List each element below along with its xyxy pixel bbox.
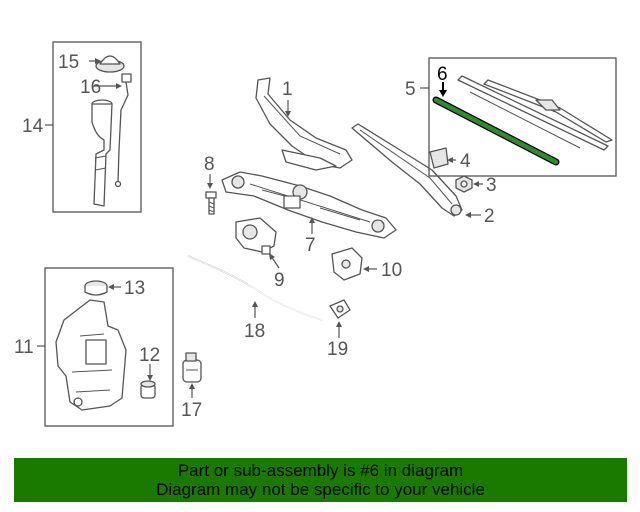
wiper-arm-2-part[interactable] xyxy=(351,123,463,217)
nut-part[interactable] xyxy=(455,175,473,193)
filler-group-box xyxy=(52,41,142,213)
info-banner: Part or sub-assembly is #6 in diagram Di… xyxy=(14,458,627,502)
level-gauge-part[interactable] xyxy=(114,73,132,188)
callout-17: 17 xyxy=(181,400,202,421)
blade-group: 5 6 xyxy=(405,57,617,177)
callout-4: 4 xyxy=(460,151,471,172)
wiper-blade-part[interactable] xyxy=(457,75,613,151)
callout-7: 7 xyxy=(305,235,316,256)
reservoir-group-box xyxy=(44,267,174,427)
filler-group: 15 16 14 xyxy=(22,41,142,213)
washer-motor-part[interactable] xyxy=(140,380,156,399)
hose-part[interactable] xyxy=(187,255,323,321)
wiper-arm-1-part[interactable] xyxy=(255,77,353,171)
pump-part[interactable] xyxy=(182,352,202,383)
callout-11: 11 xyxy=(14,337,34,358)
banner-line-2: Diagram may not be specific to your vehi… xyxy=(156,480,485,499)
callout-16: 16 xyxy=(80,77,101,98)
reservoir-group: 13 12 11 xyxy=(14,267,174,427)
callout-14: 14 xyxy=(22,116,44,137)
banner-line-1: Part or sub-assembly is #6 in diagram xyxy=(177,461,464,480)
parts-diagram: 15 16 14 13 12 11 xyxy=(14,41,617,427)
bolt-part[interactable] xyxy=(205,191,217,215)
pivot-cap-part[interactable] xyxy=(429,147,449,169)
wiper-motor-part[interactable] xyxy=(235,217,277,255)
blade-insert-part[interactable] xyxy=(432,96,560,166)
callout-3: 3 xyxy=(486,175,497,196)
nozzle-part[interactable] xyxy=(329,299,351,319)
blade-group-box xyxy=(428,57,617,177)
callout-13: 13 xyxy=(124,278,145,299)
grommet-part[interactable] xyxy=(84,280,108,296)
callout-18: 18 xyxy=(244,321,265,342)
callout-15: 15 xyxy=(58,52,79,73)
callout-5: 5 xyxy=(405,79,416,100)
callout-9: 9 xyxy=(274,270,285,291)
callout-19: 19 xyxy=(327,339,348,360)
callout-8: 8 xyxy=(204,154,215,175)
callout-6: 6 xyxy=(437,64,448,85)
filler-neck-part[interactable] xyxy=(91,99,113,207)
callout-12: 12 xyxy=(139,345,160,366)
callout-1: 1 xyxy=(282,79,293,100)
linkage-part[interactable] xyxy=(221,171,397,239)
bracket-part[interactable] xyxy=(331,247,363,281)
reservoir-part[interactable] xyxy=(55,299,127,411)
callout-2: 2 xyxy=(484,206,495,227)
callout-10: 10 xyxy=(381,260,402,281)
filler-cap-part[interactable] xyxy=(95,55,125,73)
